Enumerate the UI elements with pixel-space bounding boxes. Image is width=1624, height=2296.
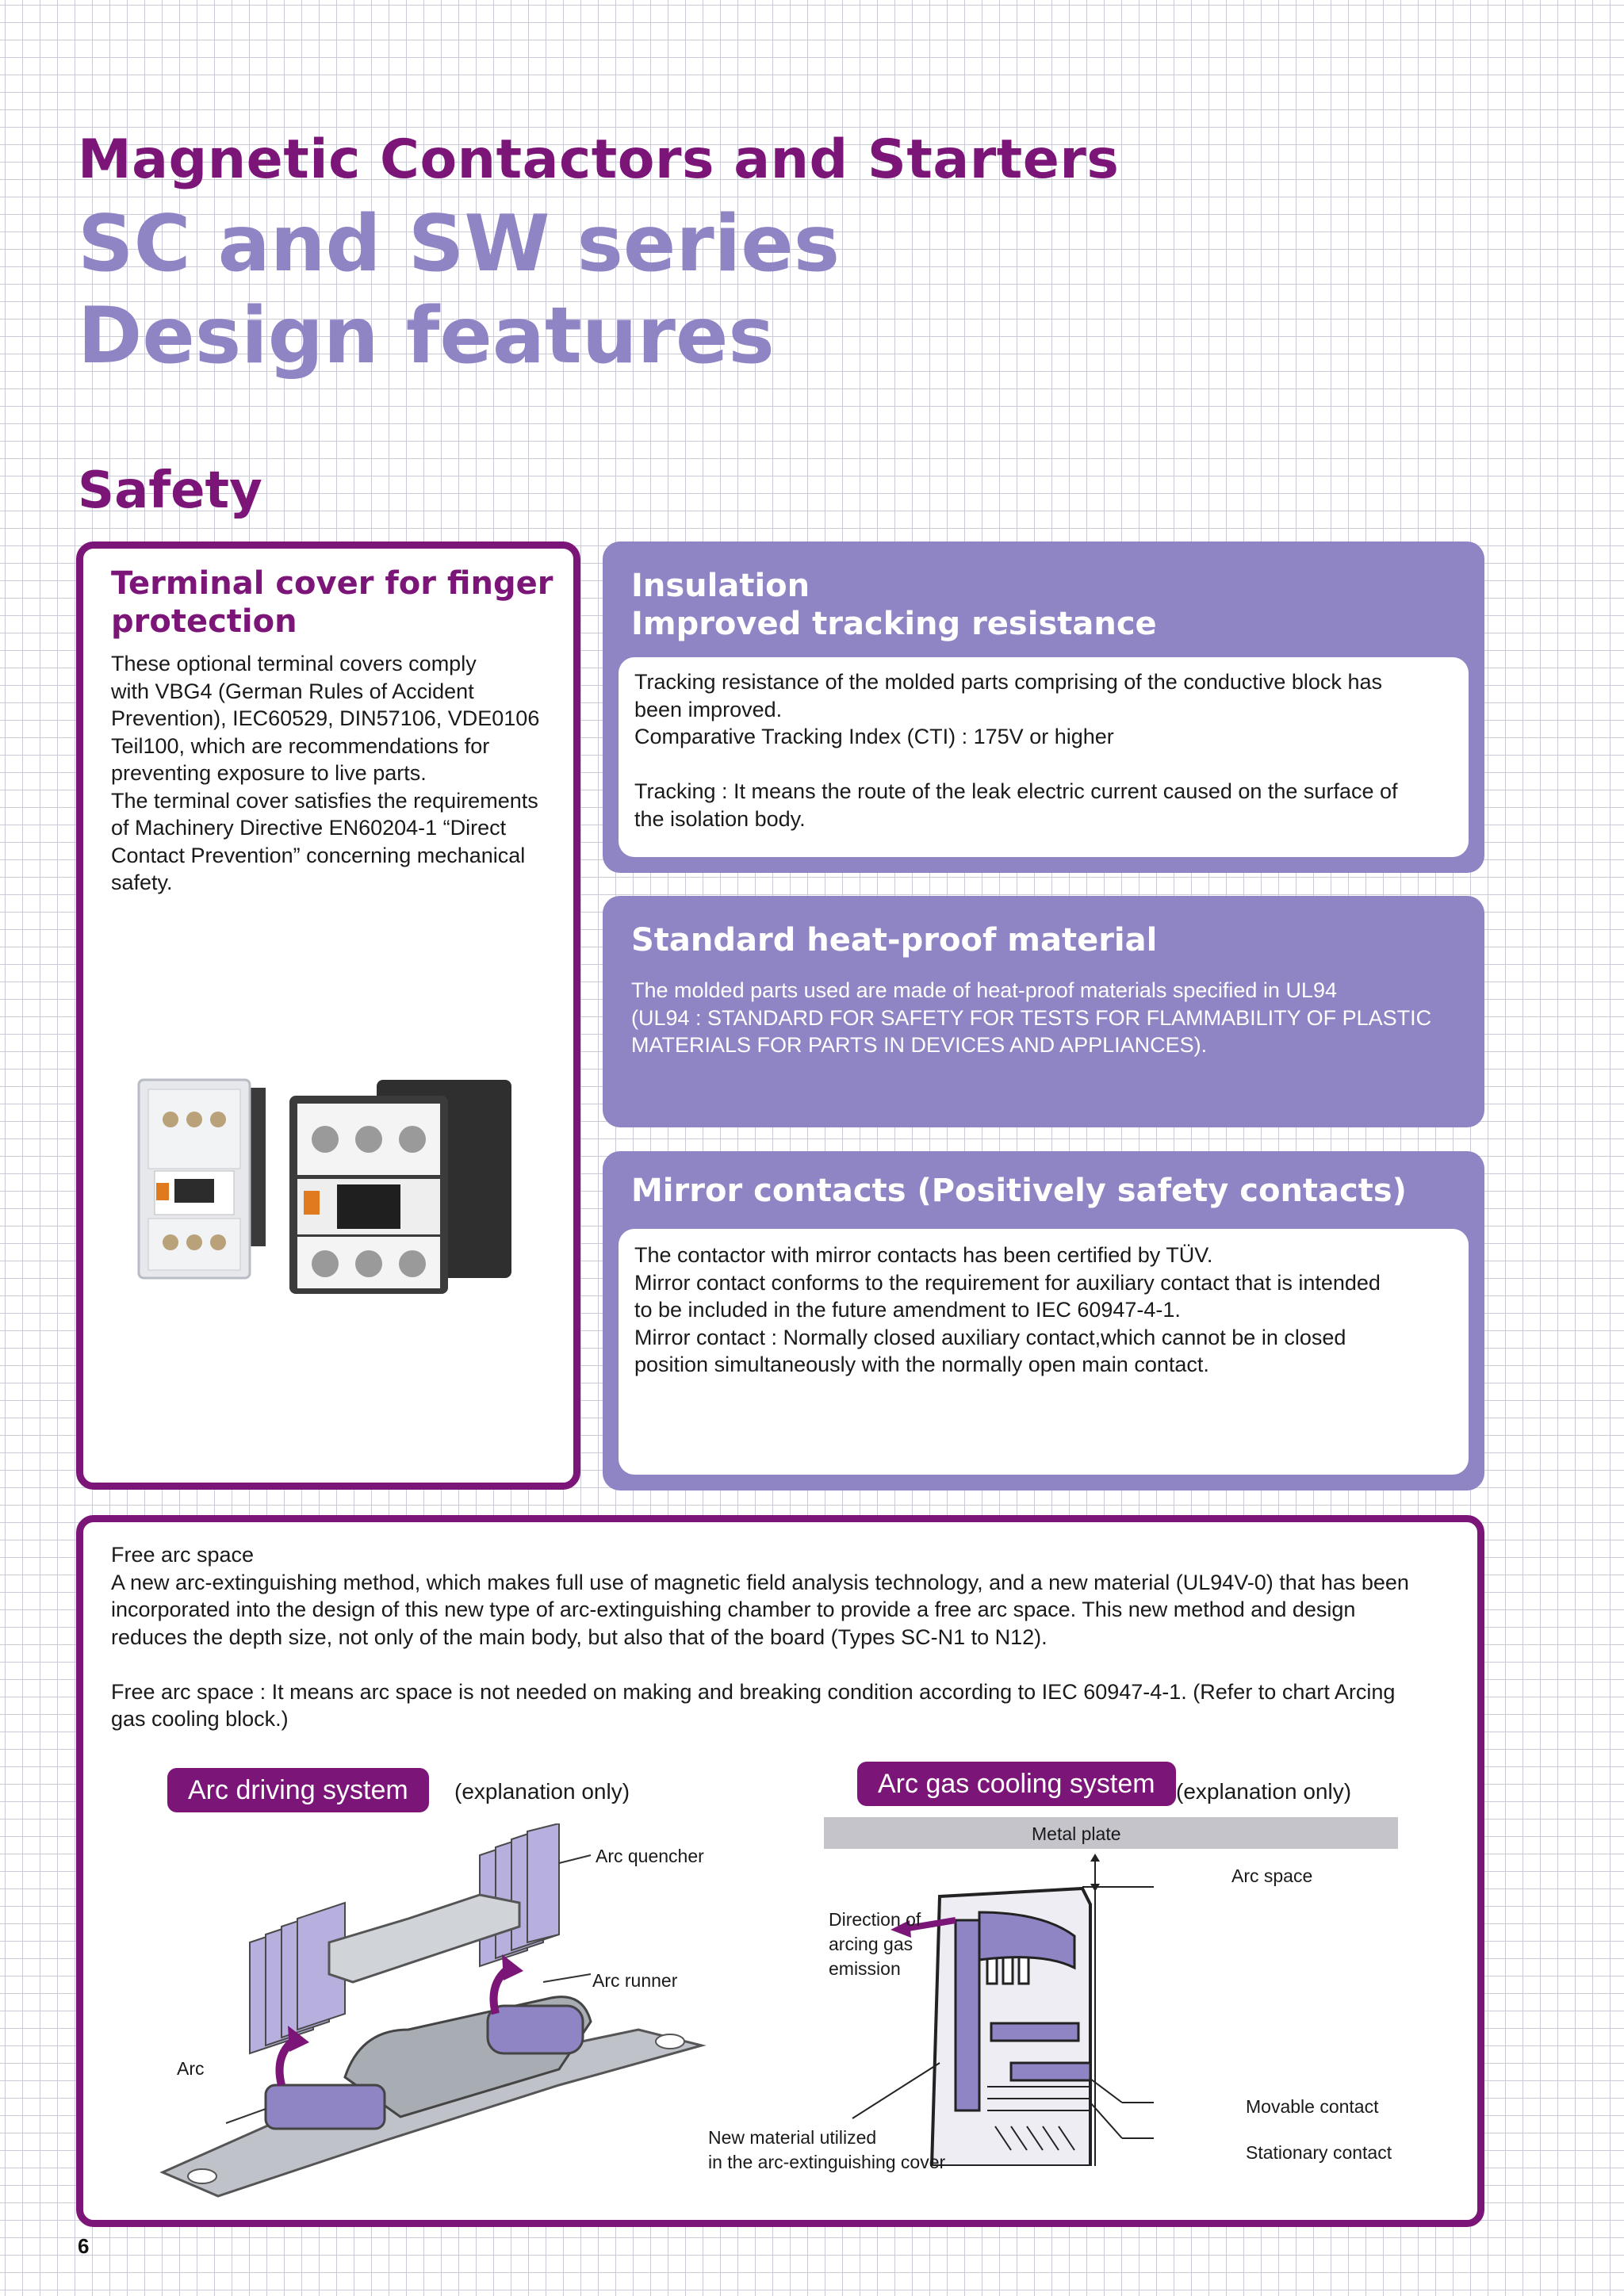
metal-plate-label: Metal plate: [1032, 1823, 1121, 1844]
section-title: Safety: [78, 461, 262, 520]
arc-driving-label: Arc driving system: [167, 1768, 429, 1812]
arc-gas-note: (explanation only): [1176, 1779, 1352, 1804]
insulation-title-line2: Improved tracking resistance: [631, 606, 1157, 642]
movable-contact-label: Movable contact: [1246, 2096, 1379, 2117]
mirror-body-card: The contactor with mirror contacts has b…: [619, 1229, 1469, 1475]
arc-driving-note: (explanation only): [454, 1779, 630, 1804]
page-title: SC and SW series Design features: [78, 198, 840, 382]
arc-gas-label: Arc gas cooling system: [857, 1762, 1176, 1806]
insulation-panel: Insulation Improved tracking resistance …: [603, 541, 1484, 873]
arc-label: Arc: [177, 2058, 205, 2079]
heat-proof-title: Standard heat-proof material: [631, 922, 1158, 959]
terminal-cover-panel: Terminal cover for finger protection The…: [76, 541, 580, 1490]
insulation-title-line1: Insulation: [631, 568, 810, 604]
arc-quencher-label: Arc quencher: [596, 1846, 704, 1866]
insulation-body-card: Tracking resistance of the molded parts …: [619, 657, 1469, 857]
page-number: 6: [78, 2234, 90, 2258]
mirror-contacts-title: Mirror contacts (Positively safety conta…: [631, 1173, 1407, 1209]
arc-driving-diagram: [159, 1823, 707, 2198]
terminal-cover-body: These optional terminal covers comply wi…: [111, 652, 540, 894]
arc-runner-label: Arc runner: [592, 1970, 678, 1991]
page-title-line2: Design features: [78, 291, 775, 381]
page-title-line1: SC and SW series: [78, 199, 841, 289]
free-arc-panel: Free arc space A new arc-extinguishing m…: [76, 1515, 1484, 2227]
free-arc-body: Free arc space A new arc-extinguishing m…: [111, 1543, 1409, 1731]
arc-gas-diagram: [852, 1854, 1154, 2166]
heat-proof-body: The molded parts used are made of heat-p…: [631, 978, 1432, 1057]
direction-label: Direction of arcing gas emission: [829, 1909, 921, 1979]
arc-space-label: Arc space: [1231, 1866, 1313, 1886]
stationary-contact-label: Stationary contact: [1246, 2142, 1392, 2163]
terminal-cover-title: Terminal cover for finger protection: [111, 565, 553, 640]
mirror-contacts-panel: Mirror contacts (Positively safety conta…: [603, 1151, 1484, 1490]
new-material-label: New material utilized in the arc-extingu…: [708, 2127, 946, 2172]
insulation-title: Insulation Improved tracking resistance: [631, 567, 1157, 643]
insulation-body: Tracking resistance of the molded parts …: [634, 670, 1398, 831]
mirror-contacts-body: The contactor with mirror contacts has b…: [634, 1243, 1381, 1376]
heat-proof-panel: Standard heat-proof material The molded …: [603, 896, 1484, 1127]
contactor-photo: [137, 1078, 511, 1294]
page-supertitle: Magnetic Contactors and Starters: [78, 128, 1120, 191]
metal-plate-bar: [824, 1817, 1398, 1849]
